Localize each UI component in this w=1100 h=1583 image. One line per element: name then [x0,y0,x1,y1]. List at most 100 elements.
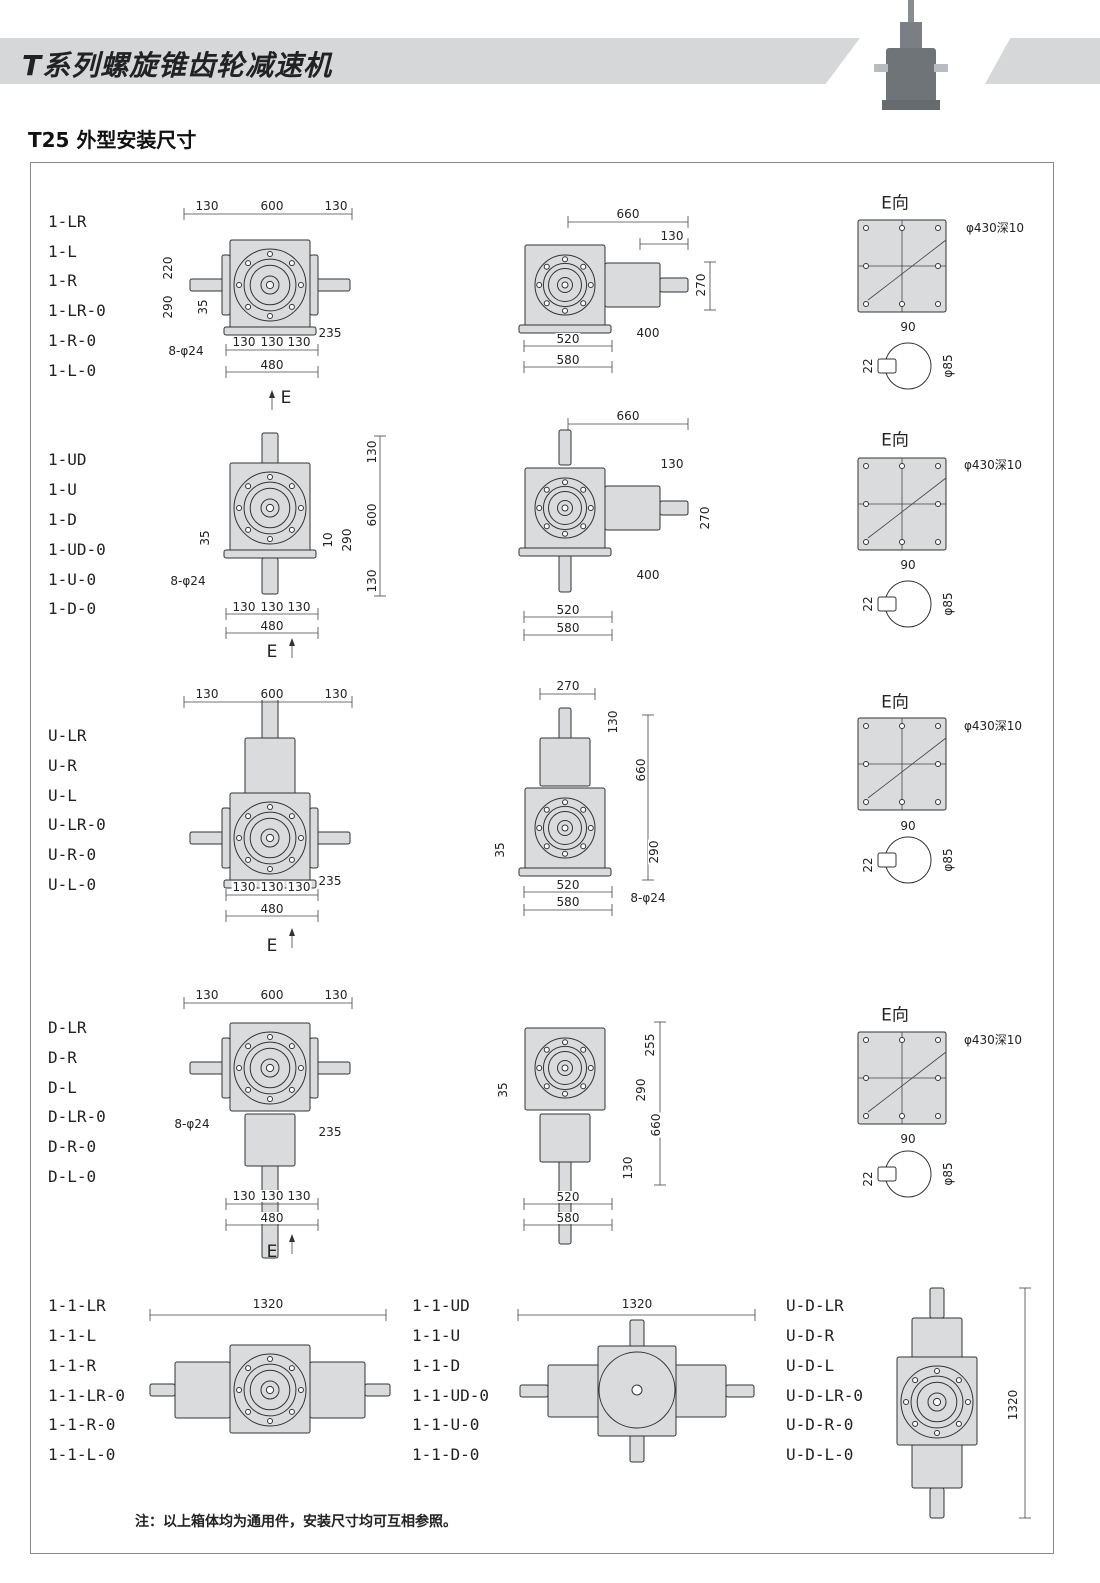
dimension: 130 [194,199,220,213]
extension-housing [539,737,591,787]
bolt-hole [935,1113,941,1119]
flange-ring [548,811,582,845]
flange-ring [249,487,291,529]
bolt-hole [863,225,869,231]
bolt-hole [587,825,594,831]
dimension: 130 [659,229,685,243]
extension-housing [604,485,661,531]
dimension: 130 [194,687,220,701]
base-plate [518,547,612,557]
dimension: 35 [196,298,210,316]
bolt-hole [543,300,550,307]
shaft-hole [265,280,275,290]
bolt-hole [245,813,252,820]
shaft-hole [265,833,275,843]
key [877,1166,897,1182]
dimension: φ430深10 [962,719,1024,733]
bolt-hole [536,825,543,831]
bolt-hole [580,1046,587,1053]
dimension: 480 [259,358,285,372]
e-view-title: E向 [881,692,909,713]
dimension: 130 [194,988,220,1002]
dimension: 600 [365,502,379,528]
bolt-hole [267,1356,273,1363]
dimension: 130 [323,687,349,701]
dimension: 22 [861,595,875,613]
dimension: 8-φ24 [169,574,207,588]
bolt-hole [267,535,273,542]
bolt-hole [863,1113,869,1119]
bolt-hole [297,835,304,841]
page-title: T系列螺旋锥齿轮减速机 [22,49,333,82]
view-direction-label: E [266,642,278,662]
side-cap [221,807,231,869]
model-label: U-R-0 [48,845,97,864]
shaft-hole [265,1063,275,1073]
bolt-hole [587,282,594,288]
model-label: 1-1-L [48,1326,97,1345]
bolt-hole [934,1429,940,1436]
model-label: 1-1-R [48,1356,97,1375]
bolt-hole [267,804,273,811]
shaft [261,557,279,595]
dimension: 480 [259,1211,285,1225]
title-banner [0,38,860,84]
flange-ring [916,1381,958,1423]
bolt-hole [245,303,252,310]
leader-line [867,477,947,539]
bolt-hole [288,1408,295,1415]
model-label: 1-LR-0 [48,301,106,320]
bolt-hole [236,1387,243,1393]
flange-ring [249,264,291,306]
bolt-hole [288,260,295,267]
bolt-hole [863,539,869,545]
dimension: φ85 [941,847,955,873]
right-shaft [315,278,351,292]
bolt-hole [236,835,243,841]
model-label: 1-L [48,242,77,261]
model-label: 1-1-U [412,1326,461,1345]
bolt-hole [899,463,905,469]
bolt-hole [245,1086,252,1093]
dimension: 8-φ24 [629,891,667,905]
model-label: 1-1-U-0 [412,1415,480,1434]
dimension: φ430深10 [962,1033,1024,1047]
dimension: 90 [899,320,917,334]
bolt-hole [245,1043,252,1050]
model-label: U-LR-0 [48,815,106,834]
bolt-hole [297,505,304,511]
flange-ring [542,262,588,308]
view-direction-label: E [266,936,278,956]
bolt-hole [297,1065,304,1071]
model-label: U-D-R [786,1326,835,1345]
dimension: 235 [317,326,343,340]
shaft [659,500,689,516]
bolt-hole [288,813,295,820]
bolt-hole [587,505,594,511]
shaft [519,1384,549,1398]
dimension: 130 [659,457,685,471]
base-plate [223,549,317,559]
bolt-hole [899,539,905,545]
left-shaft [189,278,225,292]
extension-housing [604,262,661,308]
bolt-hole [587,1065,594,1071]
dimension: 400 [635,326,661,340]
bolt-hole [899,799,905,805]
base-plate [518,867,612,877]
flange-ring [910,1375,964,1429]
dimension: 130 [286,1189,312,1203]
bolt-hole [899,225,905,231]
dimension: 255 [643,1032,657,1058]
bolt-hole [935,263,941,269]
dimension: 130 [231,1189,257,1203]
model-label: U-D-LR [786,1296,844,1315]
e-view-title: E向 [881,1005,909,1026]
flange-ring [542,485,588,531]
bolt-hole [934,1368,940,1375]
dimension: 130 [231,880,257,894]
bolt-hole [245,1365,252,1372]
model-label: 1-D-0 [48,599,97,618]
dimension: 8-φ24 [167,344,205,358]
shaft-hole [265,1385,275,1395]
